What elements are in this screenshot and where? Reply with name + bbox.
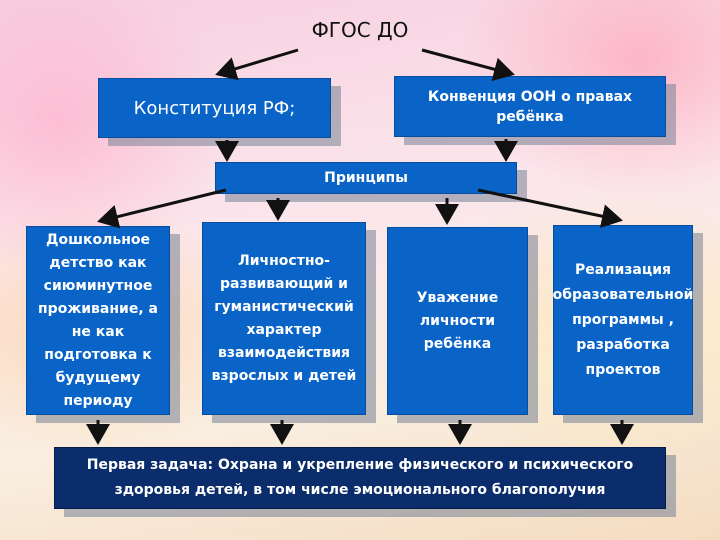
principle-box-4: Реализация образовательной программы , р… <box>553 225 693 415</box>
arrow-title-to-convention <box>421 48 515 81</box>
constitution-box: Конституция РФ; <box>98 78 331 138</box>
first-task-label: Первая задача: Охрана и укрепление физич… <box>86 457 634 498</box>
principles-label: Принципы <box>324 170 408 186</box>
arrow-principles-to-1 <box>97 188 227 229</box>
arrow-principles-to-4 <box>477 188 623 229</box>
first-task-box: Первая задача: Охрана и укрепление физич… <box>54 447 666 509</box>
diagram-title: ФГОС ДО <box>311 18 409 42</box>
principle-label-1: Дошкольное детство как сиюминутное прожи… <box>38 231 158 409</box>
constitution-label: Конституция РФ; <box>133 97 296 119</box>
arrow-title-to-constitution <box>215 48 299 81</box>
principle-box-1: Дошкольное детство как сиюминутное прожи… <box>26 226 170 415</box>
un-convention-box: Конвенция ООН о правах ребёнка <box>394 76 666 137</box>
principles-box: Принципы <box>215 162 517 194</box>
un-convention-label: Конвенция ООН о правах ребёнка <box>427 88 633 125</box>
principle-label-4: Реализация образовательной программы , р… <box>552 261 694 378</box>
principle-label-3: Уважение личности ребёнка <box>416 289 499 352</box>
principle-box-3: Уважение личности ребёнка <box>387 227 528 415</box>
principle-label-2: Личностно-развивающий и гуманистический … <box>211 252 357 384</box>
principle-box-2: Личностно-развивающий и гуманистический … <box>202 222 366 415</box>
